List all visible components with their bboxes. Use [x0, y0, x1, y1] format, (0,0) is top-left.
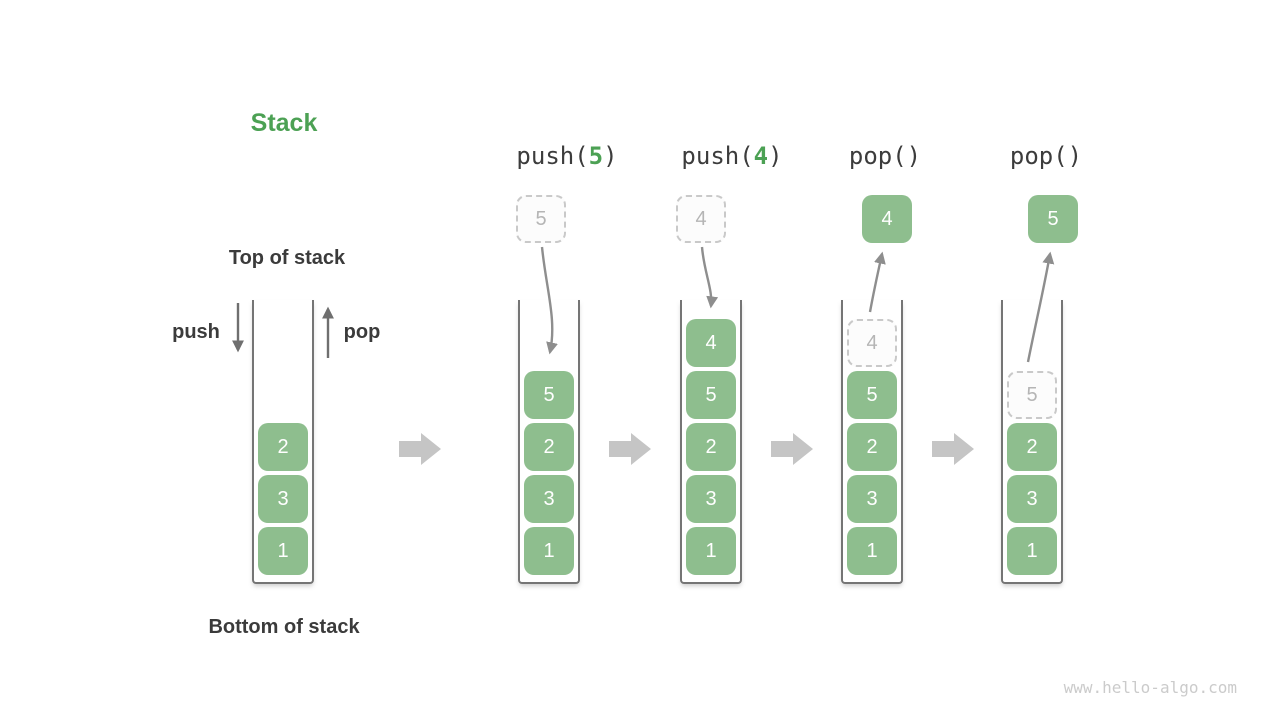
cell-value: 5	[535, 207, 547, 230]
bottom-of-stack-label: Bottom of stack	[208, 616, 360, 638]
stack-item: 2	[1007, 423, 1057, 471]
op-label-arg: 4	[753, 142, 769, 170]
op-label-text: pop(	[848, 142, 907, 170]
stack-item: 3	[258, 475, 308, 523]
cell-value: 5	[543, 383, 555, 406]
op-label-text: push(	[681, 142, 754, 170]
stack-item-removed: 4	[847, 319, 897, 367]
stack-item: 5	[524, 371, 574, 419]
watermark: www.hello-algo.com	[1063, 678, 1237, 697]
stack-item: 1	[524, 527, 574, 575]
cell-value: 1	[543, 539, 555, 562]
top-of-stack-label: Top of stack	[228, 247, 346, 269]
transition-arrow	[609, 433, 651, 465]
op-label-text: )	[603, 142, 618, 170]
cell-value: 1	[866, 539, 878, 562]
stack-item: 2	[847, 423, 897, 471]
stack-popping-5: 5 2 3 1	[1001, 300, 1063, 584]
stack-item: 3	[1007, 475, 1057, 523]
stack-item: 2	[258, 423, 308, 471]
push-label: push	[172, 321, 220, 343]
cell-value: 5	[866, 383, 878, 406]
op-label-push-5: push(5)	[516, 142, 617, 170]
cell-value: 3	[277, 487, 289, 510]
stack-item: 3	[686, 475, 736, 523]
stack-item: 5	[847, 371, 897, 419]
op-label-text: )	[906, 142, 922, 170]
floating-value-pop-5: 5	[1028, 195, 1078, 243]
cell-value: 2	[1026, 435, 1038, 458]
cell-value: 4	[695, 207, 707, 230]
stack-item-removed: 5	[1007, 371, 1057, 419]
floating-value-push-4: 4	[676, 195, 726, 243]
cell-value: 5	[705, 383, 717, 406]
stack-item: 2	[686, 423, 736, 471]
op-label-text: pop(	[1009, 142, 1068, 170]
op-label-pop-2: pop()	[1010, 142, 1082, 170]
stack-item: 1	[258, 527, 308, 575]
floating-value-pop-4: 4	[862, 195, 912, 243]
op-label-text: push(	[516, 142, 589, 170]
op-label-arg: 5	[588, 142, 604, 170]
cell-value: 3	[1026, 487, 1038, 510]
op-label-push-4: push(4)	[681, 142, 782, 170]
diagram-title: Stack	[250, 109, 318, 137]
cell-value: 1	[705, 539, 717, 562]
stack-after-push-4: 4 5 2 3 1	[680, 300, 742, 584]
stack-item: 1	[686, 527, 736, 575]
cell-value: 4	[881, 207, 893, 230]
stack-item: 1	[847, 527, 897, 575]
pop-label: pop	[343, 321, 381, 343]
stack-initial: 2 3 1	[252, 300, 314, 584]
cell-value: 5	[1026, 383, 1038, 406]
stack-item: 1	[1007, 527, 1057, 575]
stack-after-push-5: 5 2 3 1	[518, 300, 580, 584]
cell-value: 4	[866, 331, 878, 354]
op-label-text: )	[768, 142, 783, 170]
cell-value: 4	[705, 331, 717, 354]
cell-value: 2	[705, 435, 717, 458]
transition-arrow	[771, 433, 813, 465]
floating-value-push-5: 5	[516, 195, 566, 243]
transition-arrow	[399, 433, 441, 465]
op-label-pop-1: pop()	[849, 142, 921, 170]
stack-item: 2	[524, 423, 574, 471]
stack-item: 5	[686, 371, 736, 419]
cell-value: 3	[705, 487, 717, 510]
cell-value: 3	[866, 487, 878, 510]
stack-item: 4	[686, 319, 736, 367]
push-4-arrow	[700, 246, 719, 309]
stack-item: 3	[847, 475, 897, 523]
op-label-text: )	[1067, 142, 1083, 170]
cell-value: 1	[277, 539, 289, 562]
cell-value: 1	[1026, 539, 1038, 562]
cell-value: 2	[543, 435, 555, 458]
cell-value: 2	[866, 435, 878, 458]
cell-value: 2	[277, 435, 289, 458]
transition-arrow	[932, 433, 974, 465]
stack-popping-4: 4 5 2 3 1	[841, 300, 903, 584]
stack-item: 3	[524, 475, 574, 523]
cell-value: 5	[1047, 207, 1059, 230]
cell-value: 3	[543, 487, 555, 510]
